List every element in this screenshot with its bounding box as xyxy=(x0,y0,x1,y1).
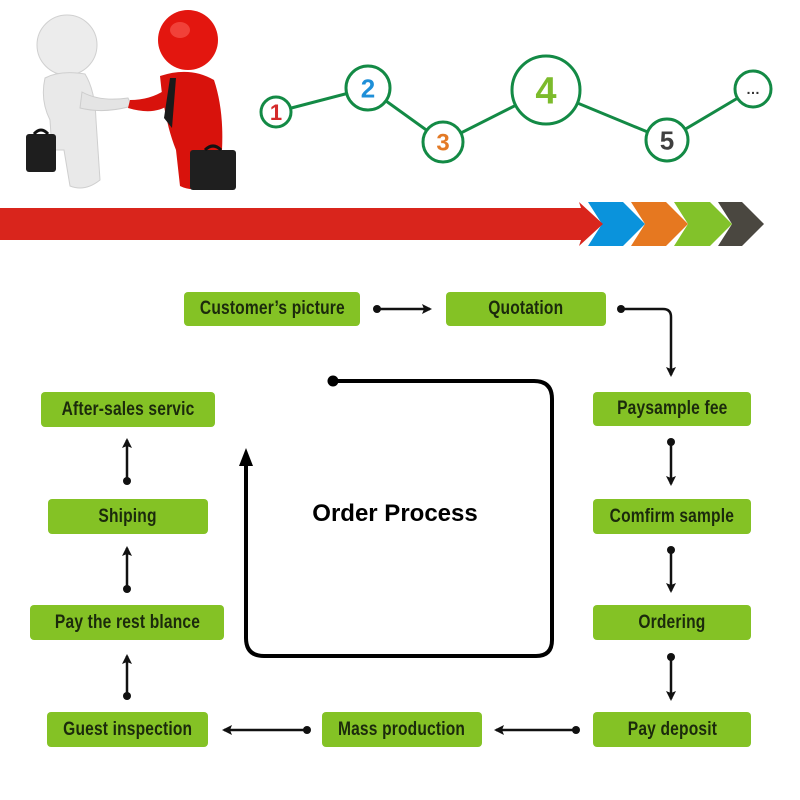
step-node-circle xyxy=(344,64,392,112)
banner-chevron-1 xyxy=(588,202,645,246)
arrow-guest-inspection-to-pay-rest xyxy=(122,654,132,700)
step-customers-picture[interactable]: Customer’s picture xyxy=(184,292,360,326)
order-process-loop xyxy=(239,375,554,658)
step-node-3: 3 xyxy=(421,120,465,164)
diagram-title: Order Process xyxy=(312,500,478,527)
arrow-pay-rest-to-shiping xyxy=(122,546,132,593)
arrow-quotation-to-paysample-fee xyxy=(617,305,676,377)
handshake-illustration xyxy=(26,10,236,190)
arrow-customers-picture-to-quotation xyxy=(373,304,432,314)
white-figure xyxy=(26,14,133,189)
step-node-circle xyxy=(733,69,773,109)
arrow-mass-production-to-guest-inspection xyxy=(222,725,311,735)
banner-chevron-3 xyxy=(674,202,732,246)
step-comfirm-sample[interactable]: Comfirm sample xyxy=(593,499,751,534)
steps-graphic: 1 2 3 4 5 … xyxy=(259,54,773,164)
step-node-label: 5 xyxy=(660,125,674,155)
step-node-label: … xyxy=(746,81,760,97)
step-node-label: 3 xyxy=(436,130,449,157)
step-ordering[interactable]: Ordering xyxy=(593,605,751,640)
step-node-4: 4 xyxy=(510,54,582,126)
step-node-label: 4 xyxy=(535,71,556,113)
arrow-pay-deposit-to-mass-production xyxy=(494,725,580,735)
arrow-comfirm-to-ordering xyxy=(666,546,676,593)
step-node-1: 1 xyxy=(259,95,293,129)
step-pay-deposit[interactable]: Pay deposit xyxy=(593,712,751,747)
banner-arrow-main xyxy=(0,202,603,246)
step-node-circle xyxy=(510,54,582,126)
step-quotation[interactable]: Quotation xyxy=(446,292,606,326)
banner-chevron-4 xyxy=(718,202,764,246)
step-node-label: 1 xyxy=(270,100,282,125)
step-node-circle xyxy=(421,120,465,164)
step-node-circle xyxy=(259,95,293,129)
step-node-circle xyxy=(644,117,690,163)
step-pay-rest-balance[interactable]: Pay the rest blance xyxy=(30,605,224,640)
step-after-sales[interactable]: After-sales servic xyxy=(41,392,215,427)
arrow-ordering-to-pay-deposit xyxy=(666,653,676,701)
banner-chevron-2 xyxy=(631,202,688,246)
step-paysample-fee[interactable]: Paysample fee xyxy=(593,392,751,426)
arrow-paysample-to-comfirm xyxy=(666,438,676,486)
red-figure xyxy=(128,10,236,190)
step-node-2: 2 xyxy=(344,64,392,112)
step-node-label: 2 xyxy=(361,73,375,103)
banner-arrow xyxy=(0,202,764,246)
step-node-5: 5 xyxy=(644,117,690,163)
step-guest-inspection[interactable]: Guest inspection xyxy=(47,712,208,747)
step-shiping[interactable]: Shiping xyxy=(48,499,208,534)
step-node-6: … xyxy=(733,69,773,109)
arrow-shiping-to-after-sales xyxy=(122,438,132,485)
step-mass-production[interactable]: Mass production xyxy=(322,712,482,747)
